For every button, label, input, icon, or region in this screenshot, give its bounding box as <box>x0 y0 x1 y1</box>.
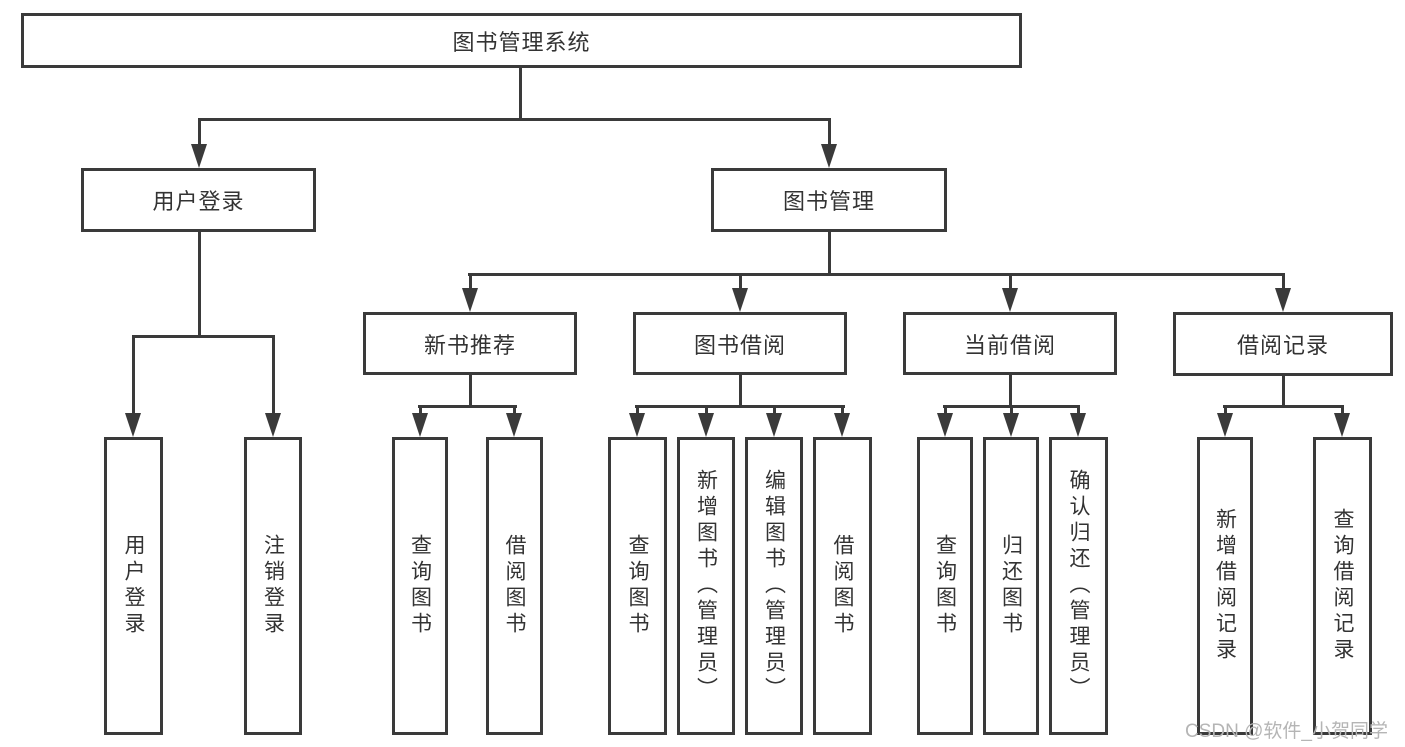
node-current-borrow: 当前借阅 <box>903 312 1117 375</box>
leaf-borrow-books-1: 借阅图书 <box>486 437 543 735</box>
leaf-label: 查询图书 <box>408 534 432 638</box>
arrow-down-icon <box>1003 413 1019 437</box>
connector-line <box>1009 375 1012 405</box>
connector-line <box>469 375 472 405</box>
node-book-management: 图书管理 <box>711 168 947 232</box>
leaf-add-books-admin: 新增图书（管理员） <box>677 437 735 735</box>
leaf-add-borrow-record: 新增借阅记录 <box>1197 437 1253 735</box>
connector-line <box>828 118 831 149</box>
connector-line <box>1009 273 1012 293</box>
arrow-down-icon <box>937 413 953 437</box>
connector-line <box>1282 375 1285 405</box>
node-new-book-recommend-label: 新书推荐 <box>423 332 516 358</box>
node-root-label: 图书管理系统 <box>452 29 591 55</box>
connector-line <box>272 335 275 418</box>
connector-line <box>1223 405 1344 408</box>
leaf-label: 查询图书 <box>933 534 957 638</box>
connector-line <box>635 405 845 408</box>
leaf-label: 查询图书 <box>626 534 649 638</box>
connector-line <box>198 232 201 335</box>
connector-line <box>132 335 135 418</box>
leaf-query-borrow-record: 查询借阅记录 <box>1313 437 1372 735</box>
leaf-return-books: 归还图书 <box>983 437 1039 735</box>
connector-line <box>944 405 947 418</box>
arrow-down-icon <box>125 413 141 437</box>
connector-line <box>739 273 742 293</box>
leaf-confirm-return-admin: 确认归还（管理员） <box>1049 437 1108 735</box>
arrow-down-icon <box>1002 288 1018 312</box>
connector-line <box>773 405 776 418</box>
arrow-down-icon <box>732 288 748 312</box>
leaf-label: 借阅图书 <box>831 534 854 638</box>
node-user-login: 用户登录 <box>81 168 316 232</box>
arrow-down-icon <box>1334 413 1350 437</box>
leaf-query-books-2: 查询图书 <box>608 437 667 735</box>
leaf-label: 查询借阅记录 <box>1331 508 1354 664</box>
connector-line <box>198 118 201 149</box>
arrow-down-icon <box>191 144 207 168</box>
leaf-logout: 注销登录 <box>244 437 302 735</box>
arrow-down-icon <box>1275 288 1291 312</box>
leaf-label: 注销登录 <box>261 534 285 638</box>
connector-line <box>519 68 522 118</box>
node-user-login-label: 用户登录 <box>152 189 245 214</box>
arrow-down-icon <box>462 288 478 312</box>
node-book-borrow-label: 图书借阅 <box>693 332 786 358</box>
connector-line <box>513 405 516 418</box>
arrow-down-icon <box>1070 413 1086 437</box>
arrow-down-icon <box>766 413 782 437</box>
arrow-down-icon <box>506 413 522 437</box>
connector-line <box>739 375 742 405</box>
leaf-label: 用户登录 <box>122 534 145 638</box>
connector-line <box>1224 405 1227 418</box>
leaf-label: 新增借阅记录 <box>1213 508 1237 664</box>
leaf-label: 归还图书 <box>999 534 1023 638</box>
connector-line <box>705 405 708 418</box>
leaf-user-login: 用户登录 <box>104 437 163 735</box>
connector-line <box>1077 405 1080 418</box>
connector-line <box>418 405 517 408</box>
connector-line <box>132 335 275 338</box>
connector-line <box>1282 273 1285 293</box>
node-book-management-label: 图书管理 <box>782 189 875 214</box>
connector-line <box>636 405 639 418</box>
arrow-down-icon <box>698 413 714 437</box>
arrow-down-icon <box>265 413 281 437</box>
connector-line <box>1341 405 1344 418</box>
connector-line <box>469 273 472 293</box>
leaf-label: 借阅图书 <box>503 534 526 638</box>
connector-line <box>1010 405 1013 418</box>
leaf-borrow-books-2: 借阅图书 <box>813 437 872 735</box>
leaf-query-books-1: 查询图书 <box>392 437 448 735</box>
csdn-watermark: CSDN @软件_小贺同学 <box>1185 721 1388 742</box>
leaf-label: 编辑图书（管理员） <box>762 469 786 703</box>
connector-line <box>828 232 831 276</box>
node-current-borrow-label: 当前借阅 <box>963 332 1056 358</box>
connector-line <box>468 273 1285 276</box>
leaf-edit-books-admin: 编辑图书（管理员） <box>745 437 803 735</box>
node-new-book-recommend: 新书推荐 <box>363 312 577 375</box>
arrow-down-icon <box>629 413 645 437</box>
arrow-down-icon <box>834 413 850 437</box>
connector-line <box>841 405 844 418</box>
node-root: 图书管理系统 <box>21 13 1022 68</box>
node-book-borrow: 图书借阅 <box>633 312 847 375</box>
connector-line <box>198 118 831 121</box>
node-borrow-records-label: 借阅记录 <box>1236 333 1329 358</box>
leaf-label: 确认归还（管理员） <box>1067 469 1090 703</box>
arrow-down-icon <box>1217 413 1233 437</box>
leaf-query-books-3: 查询图书 <box>917 437 973 735</box>
leaf-label: 新增图书（管理员） <box>694 469 718 703</box>
connector-line <box>419 405 422 418</box>
arrow-down-icon <box>412 413 428 437</box>
arrow-down-icon <box>821 144 837 168</box>
node-borrow-records: 借阅记录 <box>1173 312 1393 376</box>
